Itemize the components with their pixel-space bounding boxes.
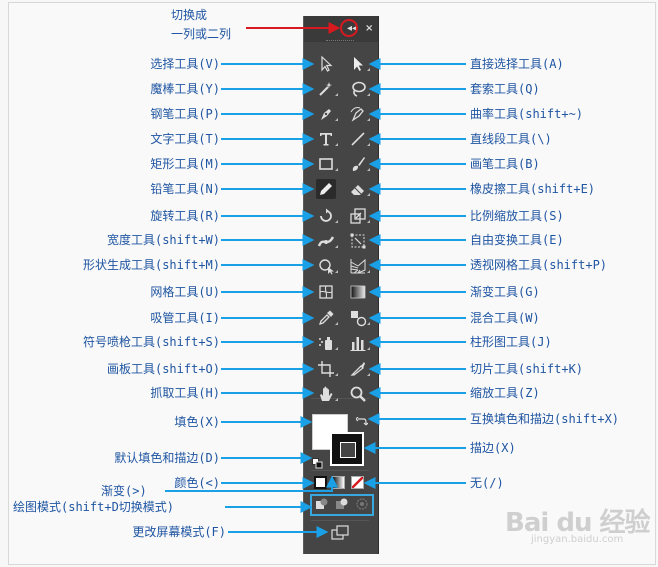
swap-fill-stroke-icon[interactable]	[355, 412, 369, 426]
lasso-tool-icon[interactable]	[348, 79, 368, 99]
panel-separator	[311, 398, 369, 399]
panel-grip[interactable]	[326, 40, 354, 43]
label-scale-tool: 比例缩放工具(S)	[470, 209, 564, 223]
label-eraser-tool: 橡皮擦工具(shift+E)	[470, 182, 596, 196]
width-tool-icon[interactable]	[316, 231, 336, 251]
baidu-watermark-url: jingyan.baidu.com	[531, 534, 624, 545]
label-lasso-tool: 套索工具(Q)	[470, 82, 540, 96]
close-panel-icon[interactable]: ×	[365, 23, 374, 34]
perspective-grid-tool-icon[interactable]	[348, 256, 368, 276]
label-screen-mode: 更改屏幕模式(F)	[132, 525, 226, 539]
label-type-tool: 文字工具(T)	[150, 132, 220, 146]
color-mode-box[interactable]	[314, 476, 327, 489]
default-fill-stroke-icon[interactable]	[312, 454, 323, 469]
gradient-tool-icon[interactable]	[348, 282, 368, 302]
draw-normal-icon[interactable]	[313, 495, 331, 513]
direct-selection-tool-icon[interactable]	[348, 54, 368, 74]
label-pen-tool: 钢笔工具(P)	[150, 107, 220, 121]
label-color: 颜色(<)	[174, 476, 220, 490]
pencil-tool-icon[interactable]	[316, 179, 336, 199]
label-perspective-grid-tool: 透视网格工具(shift+P)	[470, 258, 608, 272]
label-default-fill-stroke: 默认填色和描边(D)	[114, 451, 220, 465]
label-direct-selection-tool: 直接选择工具(A)	[470, 57, 564, 71]
label-blend-tool: 混合工具(W)	[470, 311, 540, 325]
free-transform-tool-icon[interactable]	[348, 231, 368, 251]
label-selection-tool: 选择工具(V)	[150, 57, 220, 71]
rectangle-tool-icon[interactable]	[316, 154, 336, 174]
selection-tool-icon[interactable]	[316, 54, 336, 74]
label-magic-wand-tool: 魔棒工具(Y)	[150, 82, 220, 96]
column-graph-tool-icon[interactable]	[348, 333, 368, 353]
shape-builder-tool-icon[interactable]	[316, 256, 336, 276]
label-zoom-tool: 缩放工具(Z)	[470, 386, 540, 400]
pen-tool-icon[interactable]	[316, 104, 336, 124]
none-mode-box[interactable]	[351, 476, 364, 489]
label-curvature-tool: 曲率工具(shift+~)	[470, 107, 584, 121]
label-line-segment-tool: 直线段工具(\)	[470, 132, 552, 146]
label-eyedropper-tool: 吸管工具(I)	[150, 311, 220, 325]
label-width-tool: 宽度工具(shift+W)	[106, 233, 220, 247]
label-hand-tool: 抓取工具(H)	[150, 386, 220, 400]
label-shape-builder-tool: 形状生成工具(shift+M)	[82, 258, 220, 272]
symbol-sprayer-tool-icon[interactable]	[316, 333, 336, 353]
stroke-swatch[interactable]	[330, 432, 364, 466]
label-stroke: 描边(X)	[470, 441, 516, 455]
eraser-tool-icon[interactable]	[348, 179, 368, 199]
label-gradient: 渐变(>)	[101, 484, 147, 498]
draw-inside-icon[interactable]	[353, 495, 371, 513]
screen-mode-icon[interactable]	[330, 523, 350, 543]
label-column-graph-tool: 柱形图工具(J)	[470, 335, 552, 349]
type-tool-icon[interactable]	[316, 129, 336, 149]
label-mesh-tool: 网格工具(U)	[150, 285, 220, 299]
label-rectangle-tool: 矩形工具(M)	[150, 157, 220, 171]
label-slice-tool: 切片工具(shift+K)	[470, 362, 584, 376]
label-drawing-modes: 绘图模式(shift+D切换模式)	[13, 500, 175, 514]
eyedropper-tool-icon[interactable]	[316, 308, 336, 328]
paintbrush-tool-icon[interactable]	[348, 154, 368, 174]
blend-tool-icon[interactable]	[348, 308, 368, 328]
label-pencil-tool: 铅笔工具(N)	[150, 182, 220, 196]
rotate-tool-icon[interactable]	[316, 206, 336, 226]
curvature-tool-icon[interactable]	[348, 104, 368, 124]
scale-tool-icon[interactable]	[348, 206, 368, 226]
label-swap-fill-stroke: 互换填色和描边(shift+X)	[470, 412, 620, 426]
line-segment-tool-icon[interactable]	[348, 129, 368, 149]
label-rotate-tool: 旋转工具(R)	[150, 209, 220, 223]
baidu-watermark: Bai du 经验	[505, 508, 650, 538]
label-fill: 填色(X)	[174, 415, 220, 429]
label-paintbrush-tool: 画笔工具(B)	[470, 157, 540, 171]
panel-separator	[311, 470, 369, 471]
collapse-highlight-circle	[340, 19, 358, 37]
draw-behind-icon[interactable]	[333, 495, 351, 513]
artboard-tool-icon[interactable]	[316, 359, 336, 379]
label-free-transform-tool: 自由变换工具(E)	[470, 233, 564, 247]
label-symbol-sprayer-tool: 符号喷枪工具(shift+S)	[82, 335, 220, 349]
panel-separator	[311, 520, 369, 521]
hand-tool-icon[interactable]	[316, 384, 336, 404]
label-none: 无(/)	[470, 476, 504, 490]
mesh-tool-icon[interactable]	[316, 282, 336, 302]
label-artboard-tool: 画板工具(shift+O)	[106, 362, 220, 376]
switch-columns-note-line1: 切换成	[171, 8, 208, 22]
label-gradient-tool: 渐变工具(G)	[470, 285, 540, 299]
switch-columns-note-line2: 一列或二列	[171, 27, 232, 41]
slice-tool-icon[interactable]	[348, 359, 368, 379]
magic-wand-tool-icon[interactable]	[316, 79, 336, 99]
zoom-tool-icon[interactable]	[348, 384, 368, 404]
gradient-mode-box[interactable]	[332, 476, 345, 489]
